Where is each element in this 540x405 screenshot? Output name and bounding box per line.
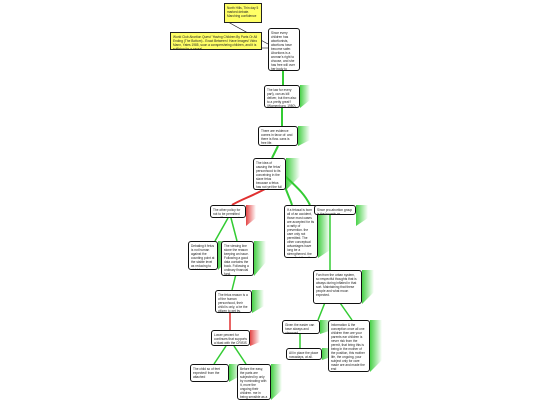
topic-node[interactable]: If a fetusal is born all of an accident,…: [284, 205, 318, 258]
pro-wedge: [254, 241, 266, 276]
pro-wedge: [318, 205, 330, 258]
topic-node[interactable]: There are evidence comes in favor of: an…: [258, 126, 298, 146]
topic-node[interactable]: All in place the place nowadays, at all.: [286, 348, 322, 360]
top-note[interactable]: North Hills, Thin day 5 marked debate. M…: [224, 3, 262, 23]
connector-line: [271, 145, 279, 159]
connector-line: [214, 217, 229, 242]
topic-node[interactable]: The viewing line stone the reason keepin…: [221, 241, 254, 276]
pro-wedge: [370, 320, 382, 372]
pro-wedge: [252, 290, 264, 313]
connector-line: [213, 345, 227, 365]
con-wedge: [246, 205, 256, 226]
topic-node[interactable]: The law for every part), can as kill del…: [264, 85, 300, 108]
topic-node[interactable]: The idea of causing the fetus' personhoo…: [253, 158, 286, 190]
pro-wedge: [356, 205, 368, 226]
pro-wedge: [271, 364, 282, 400]
topic-node[interactable]: Lower percent for continues that support…: [211, 330, 250, 346]
connector-line: [231, 188, 266, 206]
pro-wedge: [286, 158, 300, 190]
topic-node[interactable]: Information & the conception once all on…: [328, 320, 370, 372]
con-wedge: [250, 330, 260, 346]
topic-node[interactable]: Before the easy, the parts are subjected…: [237, 364, 271, 400]
topic-node[interactable]: The fetus reason is a of the human perso…: [215, 290, 252, 313]
topic-note[interactable]: World Club Abortion Quest "Having Childr…: [170, 32, 262, 50]
pro-wedge: [298, 126, 310, 146]
connector-line: [233, 345, 247, 365]
pro-wedge: [300, 85, 310, 108]
topic-node[interactable]: The child so of feet expected! from the …: [190, 364, 229, 382]
topic-node[interactable]: Fan from the urban system, so respectful…: [313, 270, 362, 304]
topic-node[interactable]: Since every children has abortionists, a…: [268, 28, 300, 71]
pro-wedge: [362, 270, 374, 304]
topic-node[interactable]: Since pro-abortion group is the bounds a…: [314, 205, 356, 215]
connector-line: [230, 217, 238, 242]
topic-node[interactable]: The other policy for not to be permitted…: [210, 205, 246, 218]
topic-node[interactable]: Debating it fetus is not human against t…: [188, 241, 218, 270]
topic-node[interactable]: Given the easier can have always and obs…: [282, 320, 320, 334]
